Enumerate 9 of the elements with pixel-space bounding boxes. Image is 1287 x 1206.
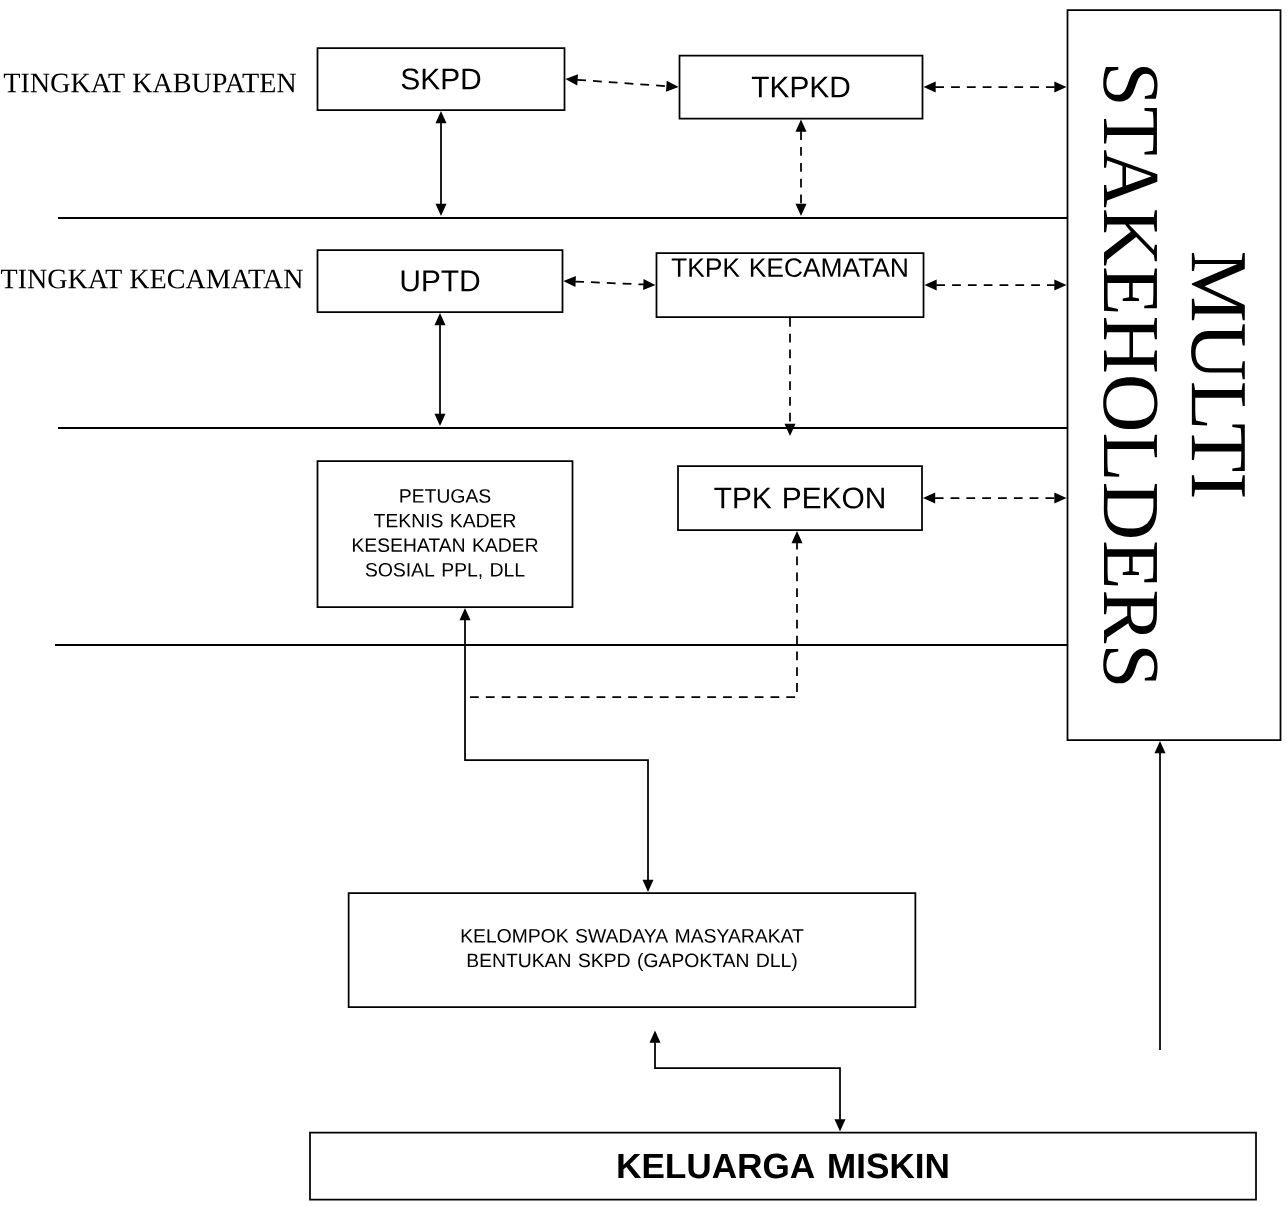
process-box: TKPK KECAMATAN xyxy=(655,252,925,318)
process-box: KELUARGA MISKIN xyxy=(309,1131,1257,1201)
stakeholder-box: MULTI STAKEHOLDERS xyxy=(1066,9,1282,741)
process-box: TKPKD xyxy=(678,54,924,120)
process-box: SKPD xyxy=(316,47,566,111)
process-box: PETUGAS TEKNIS KADER KESEHATAN KADER SOSIAL PPL, DLL xyxy=(316,460,574,608)
process-box: UPTD xyxy=(316,249,564,313)
process-box: KELOMPOK SWADAYA MASYARAKAT BENTUKAN SKPD (GAPOKTAN DLL) xyxy=(347,892,917,1008)
process-box: TPK PEKON xyxy=(677,465,923,531)
